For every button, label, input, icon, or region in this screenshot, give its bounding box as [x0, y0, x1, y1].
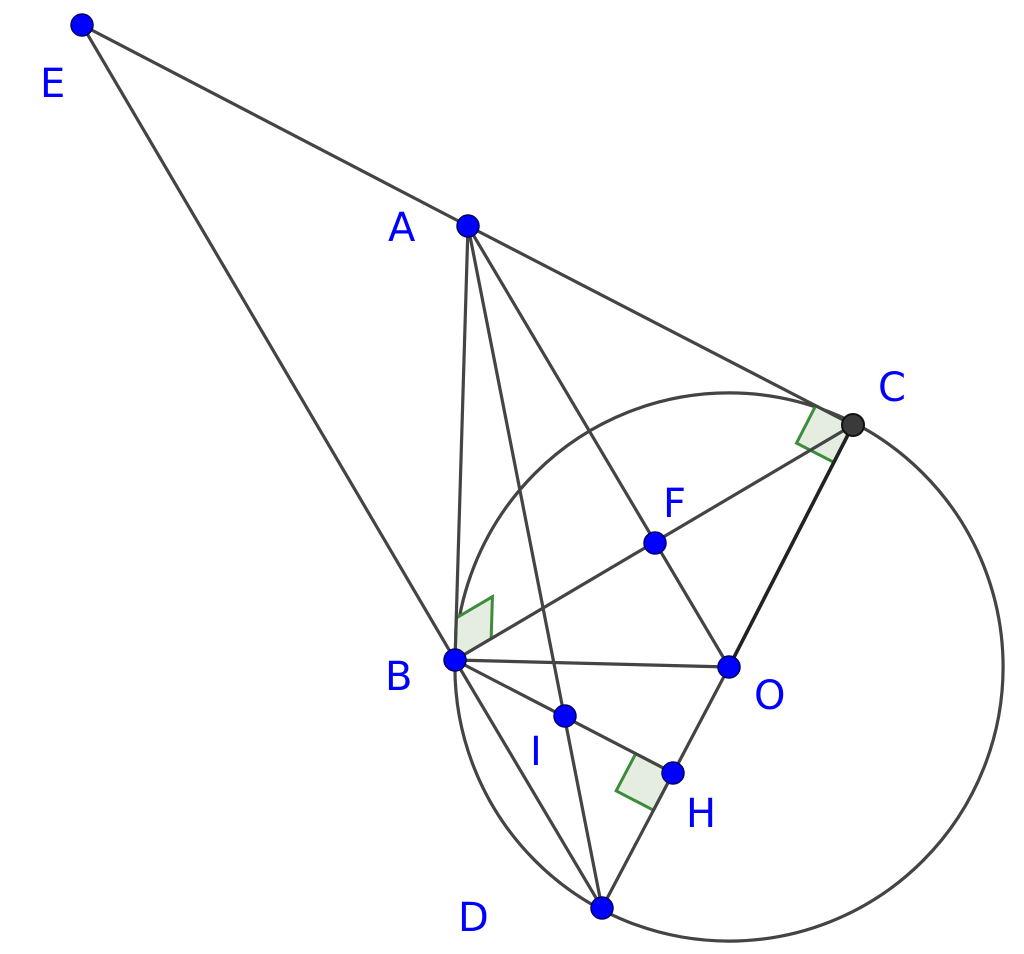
segment-bo	[453, 658, 731, 669]
segment-bd	[453, 658, 604, 910]
point-c[interactable]	[841, 413, 865, 437]
segment-ac	[466, 224, 855, 427]
point-a[interactable]	[456, 214, 480, 238]
segment-ao	[466, 224, 731, 669]
label-i: I	[530, 729, 542, 775]
label-b: B	[385, 654, 412, 700]
point-i[interactable]	[553, 704, 577, 728]
segment-od	[600, 665, 731, 910]
segment-co	[727, 423, 855, 669]
point-d[interactable]	[590, 896, 614, 920]
point-h[interactable]	[661, 761, 685, 785]
segment-ab	[453, 224, 470, 662]
label-e: E	[40, 61, 65, 107]
label-h: H	[686, 791, 716, 837]
label-a: A	[388, 205, 416, 251]
label-c: C	[878, 365, 906, 411]
right-angle-marker-h	[614, 751, 676, 813]
label-o: O	[754, 673, 785, 719]
segment-ea	[80, 23, 470, 228]
point-o[interactable]	[717, 655, 741, 679]
point-e[interactable]	[70, 13, 94, 37]
point-b[interactable]	[443, 648, 467, 672]
segment-eb	[80, 23, 457, 662]
point-f[interactable]	[643, 531, 667, 555]
label-f: F	[663, 481, 686, 527]
segment-ad	[466, 224, 604, 910]
label-d: D	[458, 895, 489, 941]
